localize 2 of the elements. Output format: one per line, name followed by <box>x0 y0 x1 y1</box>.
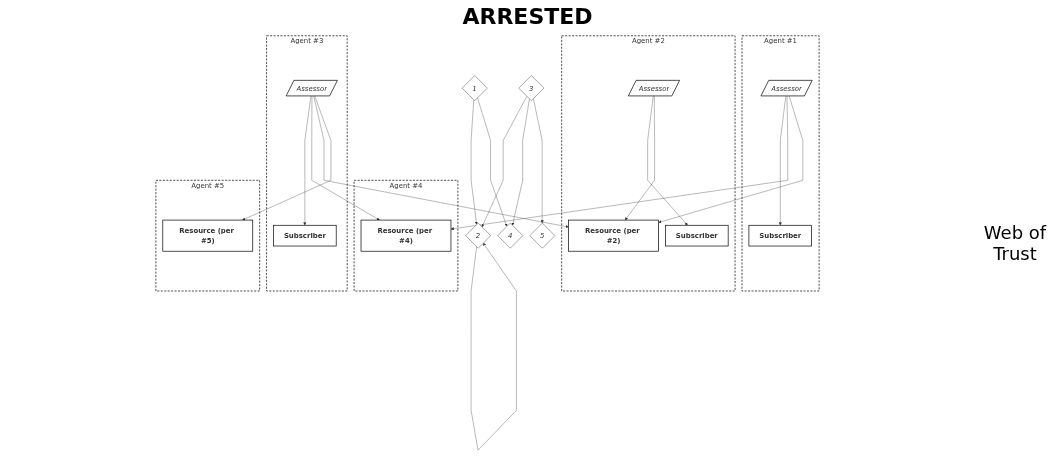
diagram-title: ARRESTED <box>461 4 594 29</box>
group-heading: Web of Trust <box>982 222 1048 264</box>
